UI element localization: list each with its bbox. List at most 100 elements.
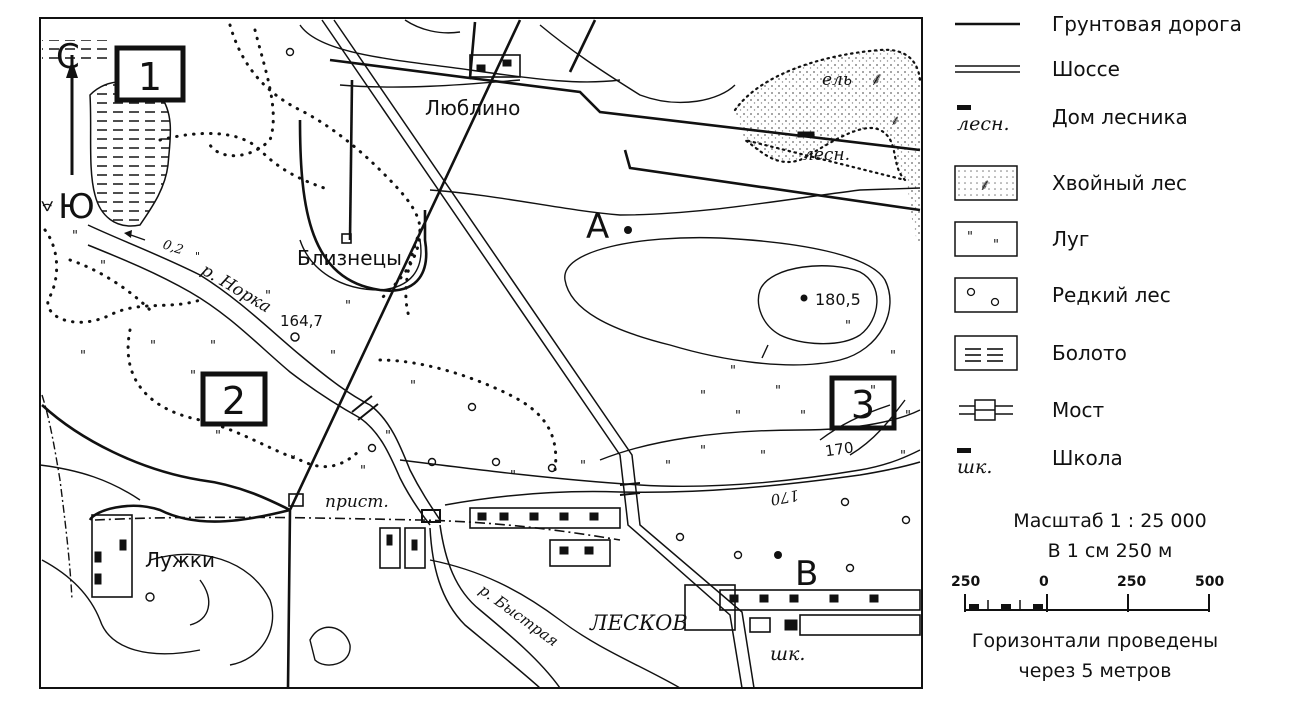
conifer-forest-area: [735, 49, 920, 245]
svg-text:": ": [905, 409, 911, 424]
highway-symbol: [955, 65, 1020, 73]
svg-text:2: 2: [222, 379, 246, 423]
forester-house-label: лесн.: [803, 145, 850, 165]
legend-label: Школа: [1052, 446, 1123, 470]
legend-label: Шоссе: [1052, 57, 1120, 81]
svg-text:": ": [730, 364, 736, 379]
topographic-map: " " " " " " " " " " " " " " " " " " " " …: [38, 17, 923, 689]
scale-tick-label: 500: [1195, 574, 1225, 590]
elevation-hilltop: 180,5: [815, 290, 861, 309]
svg-text:": ": [845, 319, 851, 334]
area-2-marker: 2: [200, 371, 268, 427]
scale-subtitle: В 1 см 250 м: [1047, 540, 1173, 562]
legend-label: Мост: [1052, 398, 1105, 422]
svg-text:": ": [100, 259, 106, 274]
svg-text:": ": [215, 429, 221, 444]
spruce-label: ель: [822, 70, 852, 90]
meadow-symbol: "": [954, 221, 1018, 257]
conifer-forest-symbol: ⸙: [954, 165, 1018, 201]
area-3-marker: 3: [829, 375, 897, 431]
settlement-lyublino: Люблино: [425, 96, 520, 120]
point-b: B: [774, 551, 818, 594]
svg-text:": ": [900, 449, 906, 464]
svg-text:⸙: ⸙: [979, 175, 991, 194]
scale-tick-label: 0: [1039, 574, 1049, 590]
svg-text:": ": [890, 349, 896, 364]
contour-label-170-south: 170: [769, 486, 801, 509]
svg-text:": ": [210, 339, 216, 354]
svg-text:": ": [290, 454, 296, 469]
legend-label: Хвойный лес: [1052, 171, 1188, 195]
scale-bar: [964, 594, 1210, 612]
bridge-symbol: [959, 399, 1013, 421]
contour-note-line2: через 5 метров: [1018, 660, 1172, 682]
legend-dirt-road: Грунтовая дорога: [945, 4, 1285, 44]
svg-text:": ": [385, 429, 391, 444]
highway: [321, 19, 755, 689]
svg-text:3: 3: [851, 383, 875, 427]
contour-note-line1: Горизонтали проведены: [971, 630, 1219, 652]
school-symbol: шк.: [957, 448, 992, 478]
svg-text:": ": [580, 459, 586, 474]
svg-text:": ": [510, 469, 516, 484]
svg-text:": ": [993, 238, 999, 253]
south-label: Ю: [58, 187, 95, 227]
svg-text:": ": [760, 449, 766, 464]
forester-house-symbol: лесн.: [957, 105, 1010, 135]
scale-title: Масштаб 1 : 25 000: [1013, 510, 1207, 532]
swamp-symbol: [954, 335, 1018, 371]
bridges: [351, 395, 641, 523]
legend-label: Болото: [1052, 341, 1127, 365]
svg-text:": ": [665, 459, 671, 474]
svg-text:": ": [72, 229, 78, 244]
well-icon: [145, 592, 155, 602]
svg-text:": ": [700, 389, 706, 404]
dirt-track: [94, 516, 621, 541]
buildings: [91, 54, 921, 636]
svg-text:": ": [360, 464, 366, 479]
pier-label: прист.: [325, 492, 389, 512]
legend-label: Грунтовая дорога: [1052, 12, 1242, 36]
sparse-forest-symbol: [954, 277, 1018, 313]
legend-label: Дом лесника: [1052, 105, 1188, 129]
dirt-roads: [41, 19, 921, 689]
area-1-marker: 1: [114, 45, 186, 103]
svg-text:∢: ∢: [38, 200, 57, 213]
north-south-indicator: С Ю ∢: [38, 37, 95, 227]
svg-text:A: A: [586, 207, 609, 247]
scale-tick-label: 250: [951, 574, 981, 590]
svg-text:": ": [345, 299, 351, 314]
svg-text:": ": [330, 349, 336, 364]
legend-highway: Шоссе: [945, 49, 1285, 89]
svg-text:лесн.: лесн.: [957, 113, 1010, 135]
legend-bridge: Мост: [945, 390, 1285, 430]
legend-label: Луг: [1052, 227, 1090, 251]
svg-text:": ": [195, 250, 200, 263]
settlement-luzhki: Лужки: [145, 548, 215, 572]
spruce-tree-icon-2: ⸙: [890, 113, 901, 129]
legend-sparse-forest: Редкий лес: [945, 275, 1285, 315]
north-label: С: [56, 37, 80, 77]
svg-text:": ": [700, 444, 706, 459]
point-a: A: [586, 207, 632, 247]
settlement-bliznetsy: Близнецы: [297, 246, 402, 270]
legend-conifer-forest: ⸙ Хвойный лес: [945, 163, 1285, 203]
river-norka: [87, 224, 441, 526]
svg-text:": ": [775, 384, 781, 399]
meadow-symbols: " " " " " " " " " " " " " " " " " " " " …: [72, 229, 911, 484]
svg-text:": ": [190, 369, 196, 384]
map-legend: Грунтовая дорога Шоссе лесн. Дом лесника…: [945, 0, 1289, 702]
svg-text:": ": [870, 384, 876, 399]
river-flow-speed: 0,2: [161, 238, 185, 259]
svg-text:шк.: шк.: [957, 456, 992, 478]
svg-text:": ": [410, 379, 416, 394]
contour-lines: [39, 19, 921, 689]
dirt-road-symbol: [955, 22, 1020, 26]
svg-text:B: B: [795, 554, 818, 594]
legend-school: шк. Школа: [945, 438, 1285, 478]
legend-label: Редкий лес: [1052, 283, 1171, 307]
svg-text:": ": [967, 230, 973, 245]
svg-text:": ": [150, 339, 156, 354]
svg-text:": ": [800, 409, 806, 424]
svg-text:": ": [735, 409, 741, 424]
